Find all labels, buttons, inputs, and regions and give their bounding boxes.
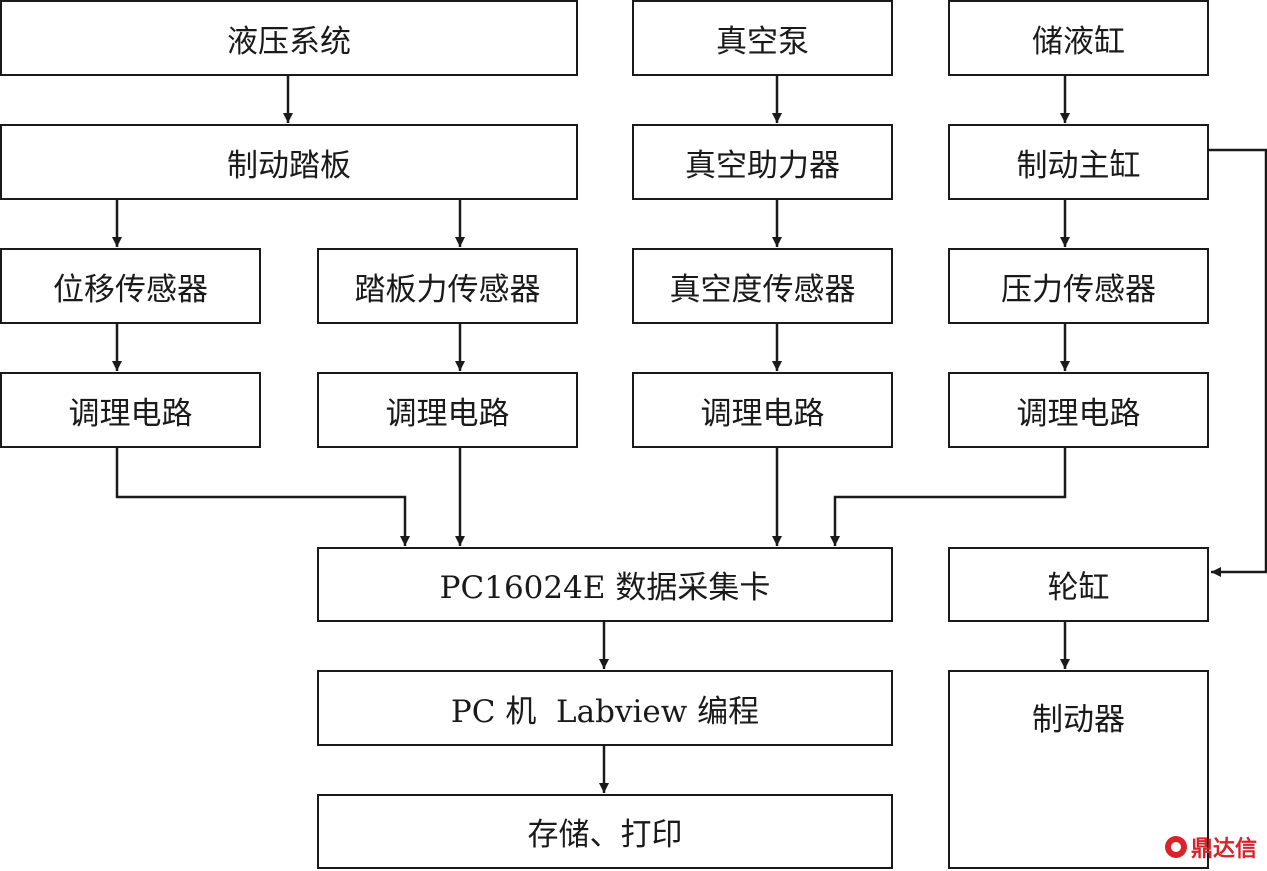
node-vacuum-booster: 真空助力器 <box>632 124 893 200</box>
watermark: 鼎达信 <box>1164 831 1257 863</box>
node-wheel-cylinder: 轮缸 <box>948 547 1209 622</box>
node-brake-pedal: 制动踏板 <box>0 124 578 200</box>
node-reservoir: 储液缸 <box>948 0 1209 76</box>
node-hydraulic-system: 液压系统 <box>0 0 578 76</box>
node-vacuum-pump: 真空泵 <box>632 0 893 76</box>
node-master-cylinder: 制动主缸 <box>948 124 1209 200</box>
node-pressure-sensor: 压力传感器 <box>948 248 1209 324</box>
node-conditioning-circuit-2: 调理电路 <box>317 372 578 448</box>
node-pedal-force-sensor: 踏板力传感器 <box>317 248 578 324</box>
node-conditioning-circuit-4: 调理电路 <box>948 372 1209 448</box>
arrow-cond4-to-daq <box>830 448 1067 546</box>
node-pc-labview: PC 机 Labview 编程 <box>317 670 893 746</box>
logo-icon <box>1164 836 1187 858</box>
node-displacement-sensor: 位移传感器 <box>0 248 261 324</box>
node-storage-print: 存储、打印 <box>317 794 893 869</box>
node-conditioning-circuit-1: 调理电路 <box>0 372 261 448</box>
node-conditioning-circuit-3: 调理电路 <box>632 372 893 448</box>
arrow-master-to-wheel <box>1209 148 1267 577</box>
watermark-text: 鼎达信 <box>1190 837 1257 862</box>
arrow-cond1-to-daq <box>115 448 410 546</box>
node-vacuum-sensor: 真空度传感器 <box>632 248 893 324</box>
node-daq-card: PC16024E 数据采集卡 <box>317 547 893 622</box>
node-brake: 制动器 <box>948 670 1209 869</box>
